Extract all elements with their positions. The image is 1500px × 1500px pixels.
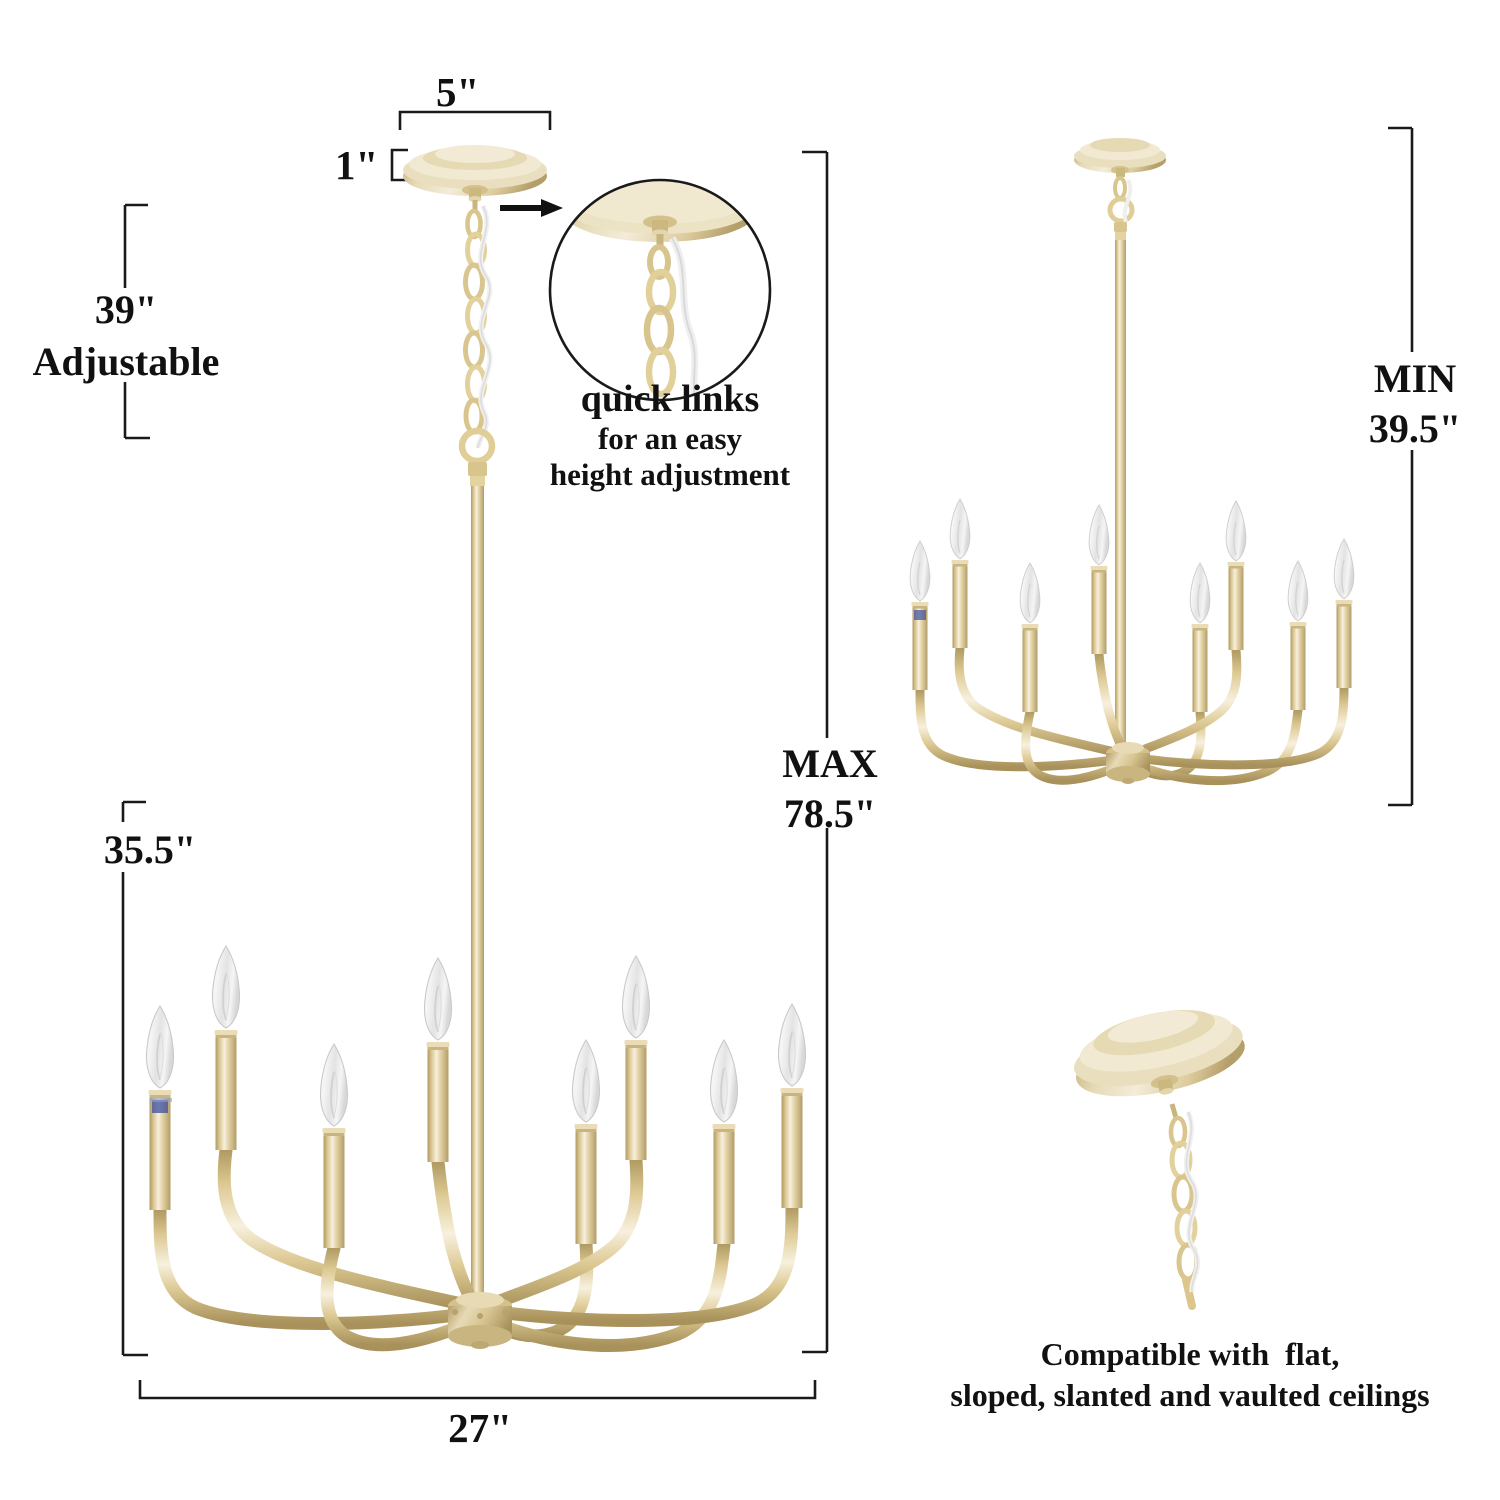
main-canopy bbox=[403, 145, 547, 202]
small-ul-label bbox=[914, 610, 926, 620]
quick-links-callout-circle bbox=[548, 178, 772, 402]
fixture-width-label: 27" bbox=[448, 1405, 512, 1451]
min-height-label: MIN bbox=[1373, 356, 1457, 401]
candle-7 bbox=[709, 1039, 739, 1245]
small-downrod bbox=[1115, 240, 1126, 748]
candle-1 bbox=[145, 1005, 175, 1211]
small-arms bbox=[915, 643, 1349, 786]
ceiling-note-line-2: sloped, slanted and vaulted ceilings bbox=[950, 1377, 1430, 1413]
candle-4 bbox=[423, 957, 453, 1163]
small-candle-4 bbox=[1088, 504, 1110, 655]
sloped-canopy-chain bbox=[1168, 1103, 1201, 1310]
chain-adjustable-label: Adjustable bbox=[32, 339, 220, 384]
quick-links-subtitle-2: height adjustment bbox=[549, 457, 791, 492]
small-candle-6 bbox=[1225, 500, 1247, 651]
small-candle-8 bbox=[1333, 538, 1355, 689]
candle-8 bbox=[777, 1003, 807, 1209]
candle-2 bbox=[211, 945, 241, 1151]
main-arms bbox=[153, 1143, 799, 1352]
candle-3 bbox=[319, 1043, 349, 1249]
chain-length-label: 39" bbox=[94, 287, 158, 332]
small-hub bbox=[1106, 742, 1150, 784]
small-chandelier bbox=[909, 138, 1355, 786]
main-chain bbox=[458, 200, 496, 465]
ceiling-note-line-1: Compatible with flat, bbox=[1040, 1336, 1340, 1372]
quick-links-title: quick links bbox=[580, 378, 760, 420]
small-candle-2 bbox=[949, 498, 971, 649]
max-height-value: 78.5" bbox=[783, 791, 877, 836]
fixture-height-label: 35.5" bbox=[103, 827, 197, 872]
small-candle-5 bbox=[1189, 562, 1211, 713]
canopy-width-label: 5" bbox=[436, 69, 480, 115]
small-candle-3 bbox=[1019, 562, 1041, 713]
canopy-height-label: 1" bbox=[335, 142, 379, 188]
small-canopy bbox=[1074, 138, 1166, 177]
small-candle-7 bbox=[1287, 560, 1309, 711]
max-height-label: MAX bbox=[782, 741, 878, 786]
candle-6 bbox=[621, 955, 651, 1161]
quick-links-subtitle-1: for an easy bbox=[597, 421, 743, 456]
candle-5 bbox=[571, 1039, 601, 1245]
ul-label bbox=[152, 1100, 168, 1113]
main-downrod bbox=[468, 462, 487, 1298]
callout-arrow bbox=[500, 199, 563, 217]
main-hub bbox=[448, 1292, 512, 1349]
sloped-canopy-detail bbox=[1074, 1009, 1245, 1097]
min-height-value: 39.5" bbox=[1368, 406, 1462, 451]
small-candle-1 bbox=[909, 540, 931, 691]
